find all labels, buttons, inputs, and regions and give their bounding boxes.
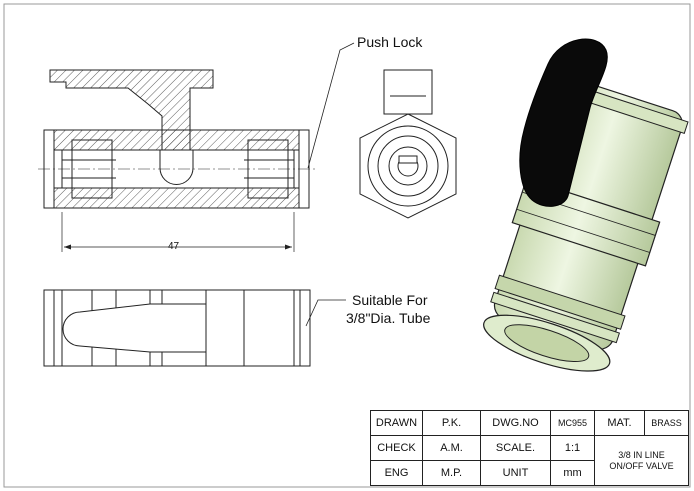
description-line1: 3/8 IN LINE — [618, 449, 665, 460]
section-view — [38, 42, 355, 252]
cell-check-label: CHECK — [370, 435, 423, 461]
end-view — [359, 69, 457, 219]
iso-handle — [519, 38, 608, 207]
cell-material-label: MAT. — [594, 410, 645, 436]
cell-unit-label: UNIT — [480, 460, 551, 486]
description-line2: ON/OFF VALVE — [609, 460, 674, 471]
cell-eng-value: M.P. — [422, 460, 481, 486]
cell-eng-label: ENG — [370, 460, 423, 486]
title-block: DRAWN P.K. DWG.NO MC955 MAT. BRASS CHECK… — [370, 410, 689, 486]
title-row-check: CHECK A.M. SCALE. 1:1 3/8 IN LINE ON/OFF… — [370, 435, 689, 486]
tube-leader — [305, 299, 346, 327]
title-row-eng: ENG M.P. UNIT mm — [370, 460, 689, 486]
cell-check-value: A.M. — [422, 435, 481, 461]
cell-scale-value: 1:1 — [550, 435, 595, 461]
isometric-view — [483, 79, 689, 372]
title-row-drawn: DRAWN P.K. DWG.NO MC955 MAT. BRASS — [370, 410, 689, 436]
section-ball — [159, 149, 194, 185]
cell-dwgno-value: MC955 — [550, 410, 595, 436]
cell-dwgno-label: DWG.NO — [480, 410, 551, 436]
push-lock-label: Push Lock — [357, 34, 423, 50]
cell-material-value: BRASS — [644, 410, 689, 436]
cell-description: 3/8 IN LINE ON/OFF VALVE — [594, 435, 689, 486]
end-view-lever — [383, 69, 433, 115]
cell-scale-label: SCALE. — [480, 435, 551, 461]
sheet-border — [3, 3, 691, 488]
cell-drawn-label: DRAWN — [370, 410, 423, 436]
plan-lever — [62, 303, 207, 353]
tube-note-line1: Suitable For — [352, 292, 428, 308]
cell-drawn-value: P.K. — [422, 410, 481, 436]
push-lock-leader — [307, 42, 355, 169]
plan-view — [43, 289, 346, 367]
tube-note-line2: 3/8"Dia. Tube — [346, 310, 431, 326]
length-dimension: 47 — [168, 241, 180, 252]
cell-unit-value: mm — [550, 460, 595, 486]
